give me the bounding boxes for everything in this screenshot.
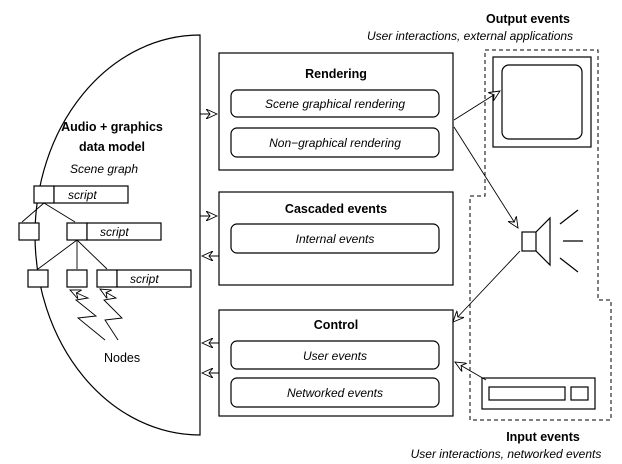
data-model-title-line2: data model bbox=[79, 140, 145, 154]
rendering-title: Rendering bbox=[305, 67, 367, 81]
tree-edge bbox=[76, 239, 108, 270]
rendering-item-label: Scene graphical rendering bbox=[265, 97, 405, 111]
script-box bbox=[86, 222, 162, 241]
tree-edge bbox=[21, 202, 45, 223]
scene-graph-label: Scene graph bbox=[70, 162, 138, 176]
cascaded-events-box: Cascaded events Internal events bbox=[218, 191, 454, 286]
arrow-keyboard-to-control bbox=[455, 362, 487, 381]
output-events-subtitle: User interactions, external applications bbox=[367, 29, 573, 43]
nodes-label: Nodes bbox=[104, 351, 140, 365]
control-box: Control User events Networked events bbox=[218, 309, 454, 417]
control-item-label: User events bbox=[303, 349, 367, 363]
input-events-title: Input events bbox=[506, 430, 580, 444]
cascaded-item-label: Internal events bbox=[296, 232, 375, 246]
control-title: Control bbox=[314, 318, 358, 332]
nodes-pointer bbox=[100, 289, 123, 341]
monitor-icon bbox=[492, 56, 592, 148]
arrow-to-monitor bbox=[453, 91, 500, 121]
scene-node bbox=[96, 269, 118, 288]
control-item-user bbox=[230, 340, 440, 370]
cascaded-frame bbox=[218, 191, 454, 286]
input-events-subtitle: User interactions, networked events bbox=[411, 447, 602, 461]
output-events-title: Output events bbox=[486, 12, 570, 26]
control-item-networked bbox=[230, 377, 440, 408]
nodes-pointer bbox=[70, 290, 106, 341]
script-label: script bbox=[100, 225, 129, 239]
script-label: script bbox=[68, 188, 97, 202]
data-model-panel: Audio + graphics data model Scene graph … bbox=[18, 34, 201, 436]
data-model-title: Audio + graphics bbox=[61, 120, 163, 134]
scene-node bbox=[18, 222, 40, 241]
rendering-box: Rendering Scene graphical rendering Non−… bbox=[218, 52, 454, 171]
data-model-shape bbox=[34, 34, 201, 436]
scene-node bbox=[27, 269, 49, 288]
rendering-item-label: Non−graphical rendering bbox=[269, 136, 401, 150]
rendering-item-nongraphical bbox=[230, 127, 440, 158]
io-devices-region bbox=[469, 49, 612, 421]
data-model-connections bbox=[200, 114, 219, 373]
script-box bbox=[116, 269, 192, 288]
speaker-icon bbox=[521, 209, 583, 273]
control-frame bbox=[218, 309, 454, 417]
scene-node bbox=[33, 185, 55, 204]
cascaded-title: Cascaded events bbox=[285, 202, 387, 216]
script-label: script bbox=[130, 272, 159, 286]
device-connections bbox=[453, 91, 521, 381]
arrow-speaker-to-control bbox=[453, 250, 521, 322]
rendering-frame bbox=[218, 52, 454, 171]
rendering-item-scene bbox=[230, 89, 440, 118]
cascaded-item-internal bbox=[230, 223, 440, 254]
tree-edge bbox=[37, 239, 78, 270]
control-item-label: Networked events bbox=[287, 386, 383, 400]
script-box bbox=[53, 185, 129, 204]
scene-graph-tree: script script script bbox=[18, 185, 192, 288]
scene-node bbox=[66, 222, 88, 241]
tree-edge bbox=[43, 202, 76, 223]
scene-node bbox=[66, 269, 88, 288]
arrow-to-speaker bbox=[453, 126, 518, 228]
keyboard-icon bbox=[481, 377, 596, 410]
